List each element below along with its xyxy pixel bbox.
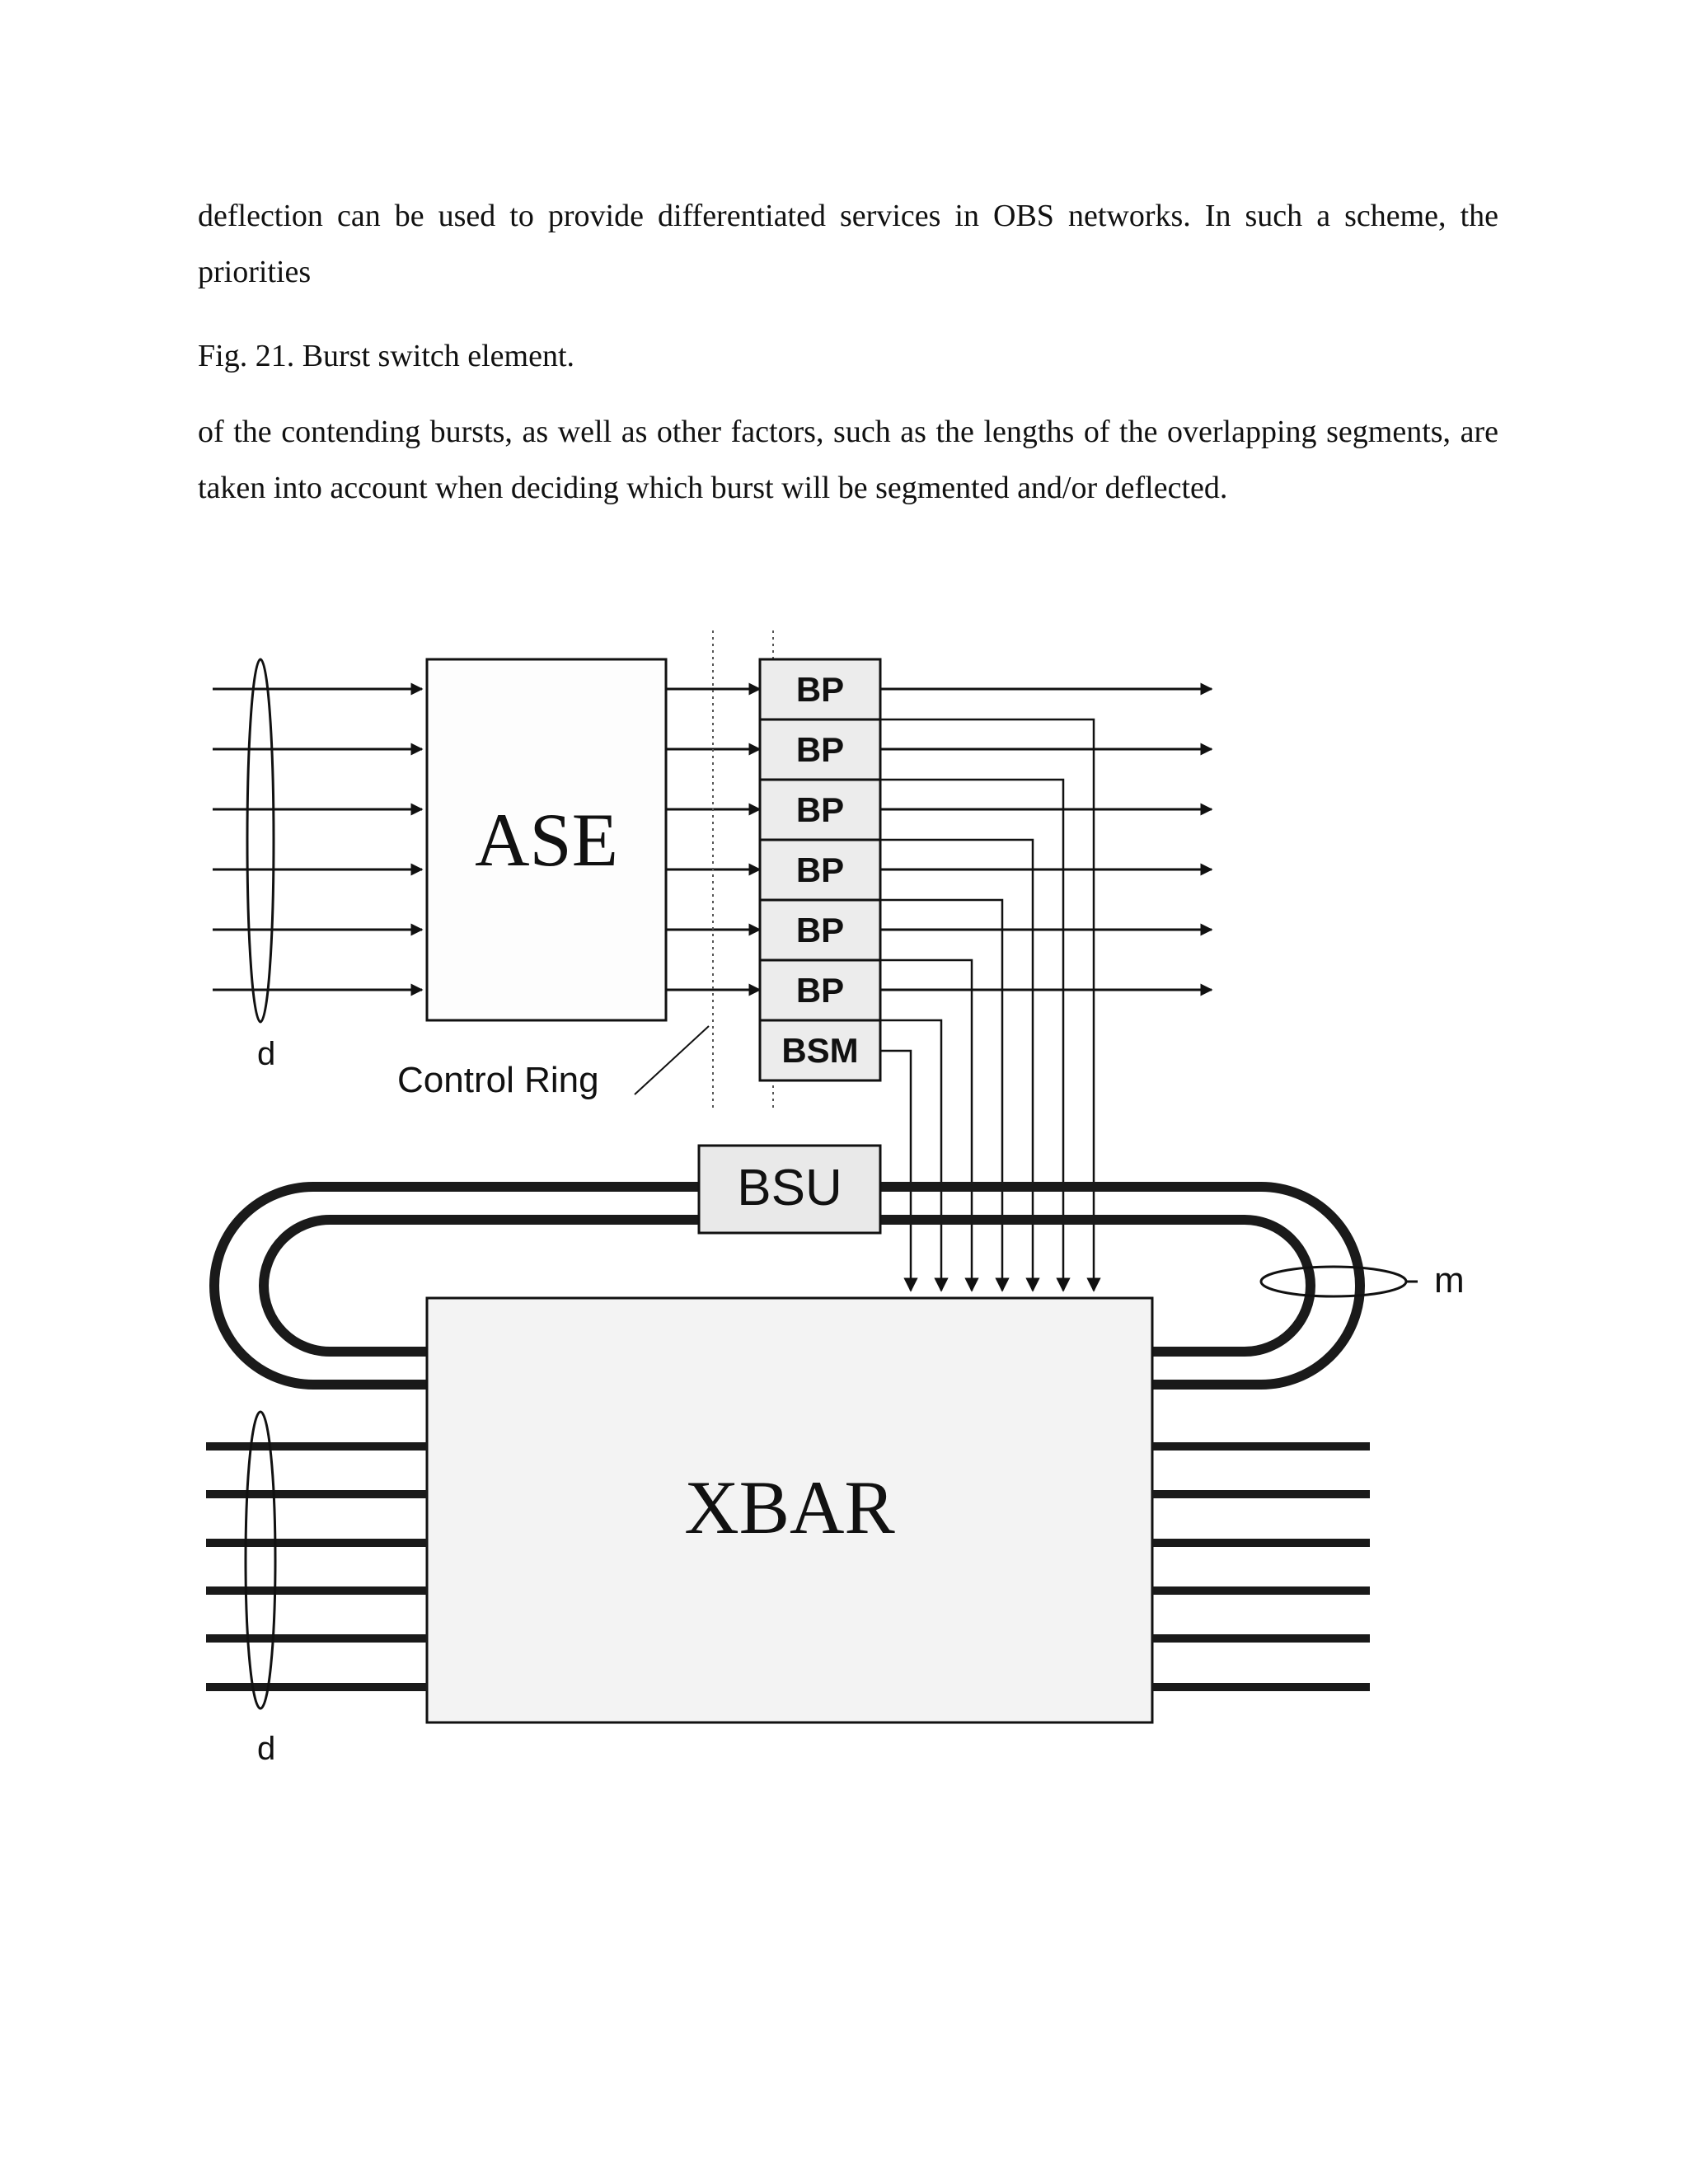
bsm-box	[758, 1019, 882, 1082]
xbar-box	[425, 1296, 1154, 1724]
bp-box	[758, 838, 882, 902]
xbar-label: XBAR	[684, 1465, 895, 1549]
bp-output-lines	[880, 682, 1213, 996]
control-line	[880, 1049, 918, 1292]
control-line	[880, 958, 979, 1292]
bp-label: BP	[796, 790, 844, 829]
xbar-right-lines	[1152, 1442, 1370, 1691]
ase-box	[425, 658, 668, 1022]
input-bundle-ellipse-bottom	[244, 1410, 277, 1710]
bp-label: BP	[796, 911, 844, 949]
bp-label: BP	[796, 971, 844, 1010]
paragraph-continued: of the contending bursts, as well as oth…	[198, 415, 1498, 505]
d-label-bottom: d	[257, 1731, 275, 1767]
bsu-label: BSU	[737, 1160, 842, 1216]
ase-output-lines	[666, 682, 762, 996]
bsm-label: BSM	[781, 1031, 858, 1070]
ase-label: ASE	[475, 798, 618, 882]
control-line	[880, 838, 1040, 1292]
m-label: m	[1434, 1260, 1465, 1301]
bp-box	[758, 958, 882, 1022]
control-line	[880, 718, 1101, 1292]
control-ring-pointer	[634, 1025, 710, 1095]
control-line	[880, 778, 1071, 1292]
bp-label: BP	[796, 851, 844, 889]
control-ring-label: Control Ring	[397, 1060, 599, 1100]
loop-outer-right	[880, 1182, 1365, 1390]
loop-inner-right	[880, 1215, 1315, 1357]
bp-box	[758, 718, 882, 781]
bp-label: BP	[796, 730, 844, 769]
bp-box	[758, 658, 882, 721]
bsu-box	[697, 1144, 882, 1235]
d-label-top: d	[257, 1036, 275, 1072]
bp-stack: BP BP BP BP BP BP BSM	[758, 658, 882, 1082]
input-bundle-ellipse-top	[246, 658, 275, 1024]
ase-input-lines	[213, 682, 424, 996]
loop-outer-left	[209, 1182, 699, 1390]
control-line	[880, 1019, 949, 1292]
loop-bundle-ellipse	[1259, 1265, 1408, 1298]
figure-caption: Fig. 21. Burst switch element.	[198, 339, 575, 373]
fiber-loop	[209, 1182, 1365, 1390]
paragraph-intro: deflection can be used to provide differ…	[198, 199, 1498, 289]
control-lines-to-xbar	[880, 718, 1101, 1292]
loop-inner-left	[259, 1215, 699, 1357]
xbar-left-lines	[206, 1442, 427, 1691]
bp-label: BP	[796, 670, 844, 709]
control-line	[880, 898, 1010, 1292]
